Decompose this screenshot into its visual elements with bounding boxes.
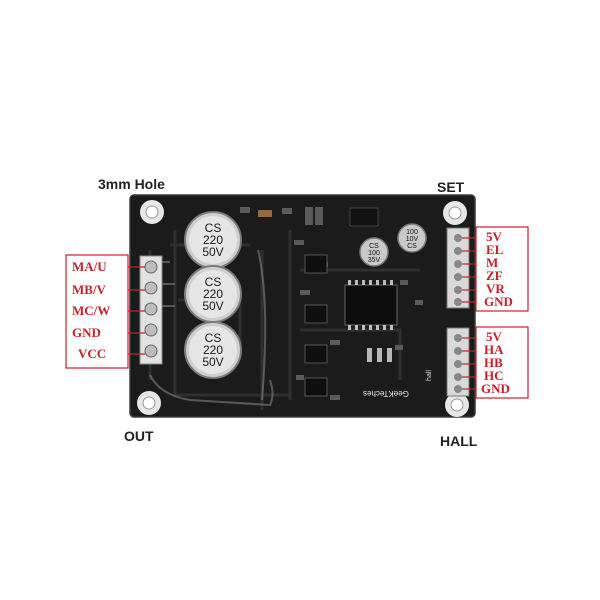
callout-lines [65, 226, 529, 399]
hall-callout: HALL [440, 433, 478, 449]
out-callout: OUT [124, 428, 154, 444]
set-pin-label: VR [486, 281, 505, 296]
small-capacitor-label: CS 100 35V [367, 243, 381, 264]
out-pin-label: MB/V [72, 282, 106, 297]
capacitor-label: CS 220 50V [202, 331, 224, 369]
main-ic [344, 280, 398, 330]
silk-hall: hall [425, 370, 433, 381]
mosfet-chips [304, 254, 328, 397]
set-callout: SET [437, 179, 465, 195]
set-pin-label: ZF [486, 268, 503, 283]
out-pin-label: GND [72, 325, 101, 340]
set-pin-label: GND [484, 294, 513, 309]
hall-pin-label: GND [481, 381, 510, 396]
out-pin-label: MC/W [72, 303, 111, 318]
out-terminal-block [139, 255, 163, 365]
resistors [367, 348, 392, 362]
set-pin-label: M [486, 255, 499, 270]
capacitors [184, 211, 242, 379]
small-capacitor-label: 100 10V CS [405, 229, 419, 250]
hall-header [446, 327, 470, 397]
pcb-board [130, 195, 475, 417]
hall-pin-label: HA [484, 342, 504, 357]
out-pin-label: MA/U [72, 259, 107, 274]
hole-callout: 3mm Hole [98, 176, 165, 192]
small-capacitors [359, 223, 427, 267]
hall-pin-label: HB [484, 355, 503, 370]
set-pin-label: 5V [486, 229, 502, 244]
board-brand: GeeKTeches [363, 389, 409, 398]
out-pin-label: VCC [78, 346, 107, 361]
hall-pin-label: HC [484, 368, 504, 383]
set-pin-label: EL [486, 242, 504, 257]
smd-components [240, 207, 423, 400]
set-header [446, 227, 470, 309]
capacitor-label: CS 220 50V [202, 275, 224, 313]
capacitor-label: CS 220 50V [202, 221, 224, 259]
mounting-holes [137, 200, 469, 417]
hall-pin-label: 5V [486, 329, 502, 344]
